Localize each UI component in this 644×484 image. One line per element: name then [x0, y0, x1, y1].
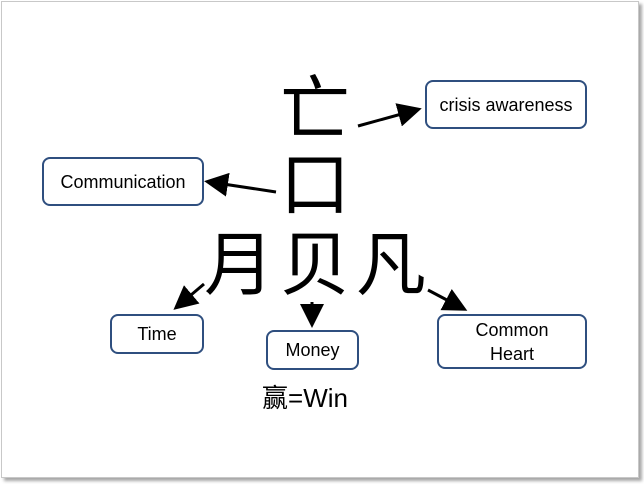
- arrow-to-crisis: [357, 103, 422, 128]
- char-fan: 凡: [356, 224, 426, 306]
- arrow-to-time: [173, 282, 205, 310]
- char-wang: 亡: [280, 68, 350, 150]
- label-communication-text: Communication: [60, 171, 186, 192]
- label-crisis-text: crisis awareness: [439, 94, 573, 115]
- label-common-line1: Common: [475, 319, 549, 340]
- label-crisis-awareness: crisis awareness: [425, 80, 587, 129]
- caption-character: 赢: [262, 384, 289, 414]
- arrow-to-common-heart: [427, 288, 468, 311]
- caption-text: =Win: [288, 383, 348, 413]
- char-yue: 月: [204, 224, 274, 306]
- label-common-line2: Heart: [489, 343, 534, 364]
- label-common-heart: Common Heart: [437, 314, 587, 369]
- label-time: Time: [110, 314, 204, 354]
- caption-ying-win: 赢=Win: [262, 380, 392, 416]
- char-bei: 贝: [280, 224, 350, 306]
- label-communication: Communication: [42, 157, 204, 206]
- arrow-to-communication: [204, 172, 277, 197]
- char-kou: 口: [280, 144, 350, 226]
- label-time-text: Time: [137, 324, 177, 344]
- label-money-text: Money: [285, 340, 340, 360]
- label-money: Money: [266, 330, 359, 370]
